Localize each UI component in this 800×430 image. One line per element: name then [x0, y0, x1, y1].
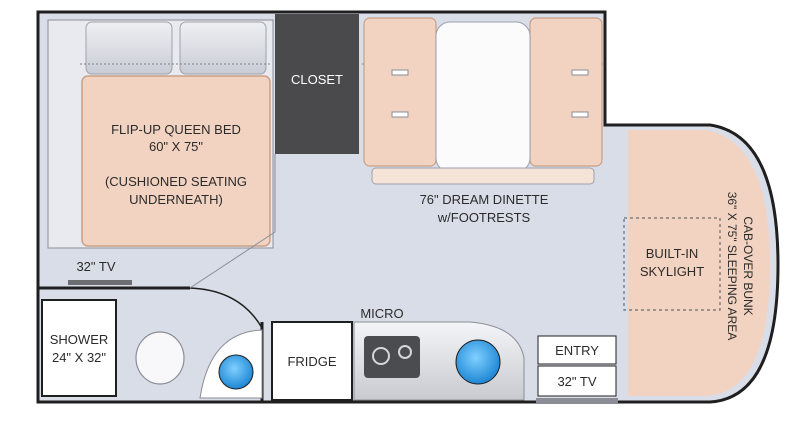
cab-over-bunk: [628, 130, 770, 396]
rear-tv: [68, 280, 132, 285]
shower-label-1: SHOWER: [50, 332, 109, 347]
skylight-outline: [623, 217, 721, 311]
bed-label-1: FLIP-UP QUEEN BED: [111, 122, 241, 137]
shower-stall: [41, 299, 117, 397]
bed-pillow-left: [85, 21, 173, 75]
entry-area: [537, 335, 617, 365]
micro-label: MICRO: [360, 306, 403, 321]
entry-label: ENTRY: [555, 343, 599, 358]
dinette-seat-left: [363, 17, 437, 167]
bunk-label-2: 36" X 75" SLEEPING AREA: [725, 192, 739, 341]
fridge: [271, 321, 353, 401]
toilet: [135, 331, 185, 385]
entry-step: [536, 398, 618, 404]
skylight-label-2: SKYLIGHT: [640, 264, 704, 279]
entry-tv-label: 32" TV: [557, 374, 596, 389]
footrest-handle-left: [391, 69, 409, 76]
closet: [275, 14, 359, 154]
bed-label-3: (CUSHIONED SEATING: [105, 174, 247, 189]
burner-left: [372, 347, 390, 365]
bath-sink: [218, 354, 254, 390]
dinette-label-2: w/FOOTRESTS: [437, 210, 531, 225]
skylight-label-1: BUILT-IN: [646, 246, 699, 261]
bed-label-2: 60" X 75": [149, 139, 203, 154]
bed-label-4: UNDERNEATH): [129, 192, 223, 207]
footrest-handle-right-2: [571, 111, 589, 118]
dinette-footrest: [371, 167, 595, 185]
angled-wall-2: [189, 231, 276, 289]
queen-bed-mattress: [81, 75, 271, 247]
bunk-label-1: CAB-OVER BUNK: [741, 216, 755, 315]
dinette-seat-right: [529, 17, 603, 167]
entry-tv-area: [537, 365, 617, 397]
footrest-handle-right: [571, 69, 589, 76]
burner-right: [398, 345, 412, 359]
kitchen-sink: [455, 339, 501, 385]
bed-pillow-right: [179, 21, 267, 75]
dinette-table: [435, 21, 531, 173]
dinette-label-1: 76" DREAM DINETTE: [420, 192, 549, 207]
rear-tv-label: 32" TV: [76, 259, 115, 274]
fridge-label: FRIDGE: [287, 354, 336, 369]
shower-label-2: 24" X 32": [52, 350, 106, 365]
closet-label: CLOSET: [291, 72, 343, 87]
footrest-handle-left-2: [391, 111, 409, 118]
bath-door-arc: [189, 287, 263, 329]
